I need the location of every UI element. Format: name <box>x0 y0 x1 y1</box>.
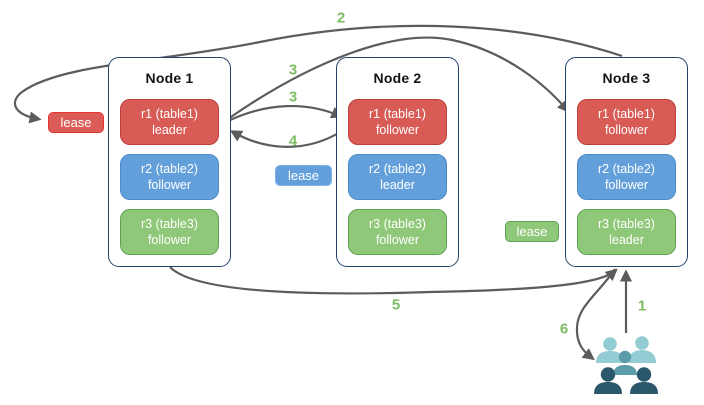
replica-role: follower <box>147 233 192 247</box>
step-label-3a: 3 <box>288 61 298 79</box>
replica-role: follower <box>375 123 420 137</box>
replica-name: r2 (table2) <box>369 161 426 176</box>
replica-n1-r1: r1 (table1) leader <box>120 99 219 145</box>
lease-badge-table1: lease <box>48 112 104 133</box>
lease-badge-table2: lease <box>275 165 332 186</box>
replica-n2-r2: r2 (table2) leader <box>348 154 447 200</box>
replica-name: r3 (table3) <box>598 216 655 231</box>
replica-name: r1 (table1) <box>598 106 655 121</box>
replica-n2-r3: r3 (table3) follower <box>348 209 447 255</box>
replica-name: r3 (table3) <box>369 216 426 231</box>
replica-name: r3 (table3) <box>141 216 198 231</box>
replica-role: leader <box>152 123 187 137</box>
step-label-5: 5 <box>391 296 401 314</box>
replica-role: follower <box>604 178 649 192</box>
node-title: Node 2 <box>373 70 422 86</box>
users-icon <box>594 336 658 394</box>
lease-label: lease <box>60 115 92 130</box>
step-label-1: 1 <box>637 297 647 315</box>
step-label-3b: 3 <box>288 88 298 106</box>
replica-role: leader <box>609 233 644 247</box>
node-title: Node 3 <box>602 70 651 86</box>
replica-n3-r2: r2 (table2) follower <box>577 154 676 200</box>
step-label-6: 6 <box>559 320 569 338</box>
lease-badge-table3: lease <box>505 221 559 242</box>
replica-n2-r1: r1 (table1) follower <box>348 99 447 145</box>
node-3: Node 3 r1 (table1) follower r2 (table2) … <box>565 57 688 267</box>
replica-name: r2 (table2) <box>598 161 655 176</box>
arrow-step-5 <box>169 266 618 295</box>
replica-name: r2 (table2) <box>141 161 198 176</box>
node-2: Node 2 r1 (table1) follower r2 (table2) … <box>336 57 459 267</box>
arrow-step-3-short <box>227 104 344 122</box>
replica-role: follower <box>604 123 649 137</box>
replica-n1-r2: r2 (table2) follower <box>120 154 219 200</box>
replica-role: leader <box>380 178 415 192</box>
lease-label: lease <box>516 224 548 239</box>
step-label-2: 2 <box>336 9 346 27</box>
step-label-4: 4 <box>288 132 298 150</box>
replica-name: r1 (table1) <box>141 106 198 121</box>
node-title: Node 1 <box>145 70 194 86</box>
arrow-step-6 <box>575 268 616 361</box>
replica-n3-r1: r1 (table1) follower <box>577 99 676 145</box>
node-1: Node 1 r1 (table1) leader r2 (table2) fo… <box>108 57 231 267</box>
lease-label: lease <box>287 168 320 183</box>
replica-role: follower <box>147 178 192 192</box>
replica-name: r1 (table1) <box>369 106 426 121</box>
replica-n1-r3: r3 (table3) follower <box>120 209 219 255</box>
arrow-step-2 <box>13 24 623 124</box>
arrow-step-3-long <box>227 36 570 120</box>
replica-role: follower <box>375 233 420 247</box>
arrow-step-4 <box>229 130 343 148</box>
replica-n3-r3: r3 (table3) leader <box>577 209 676 255</box>
